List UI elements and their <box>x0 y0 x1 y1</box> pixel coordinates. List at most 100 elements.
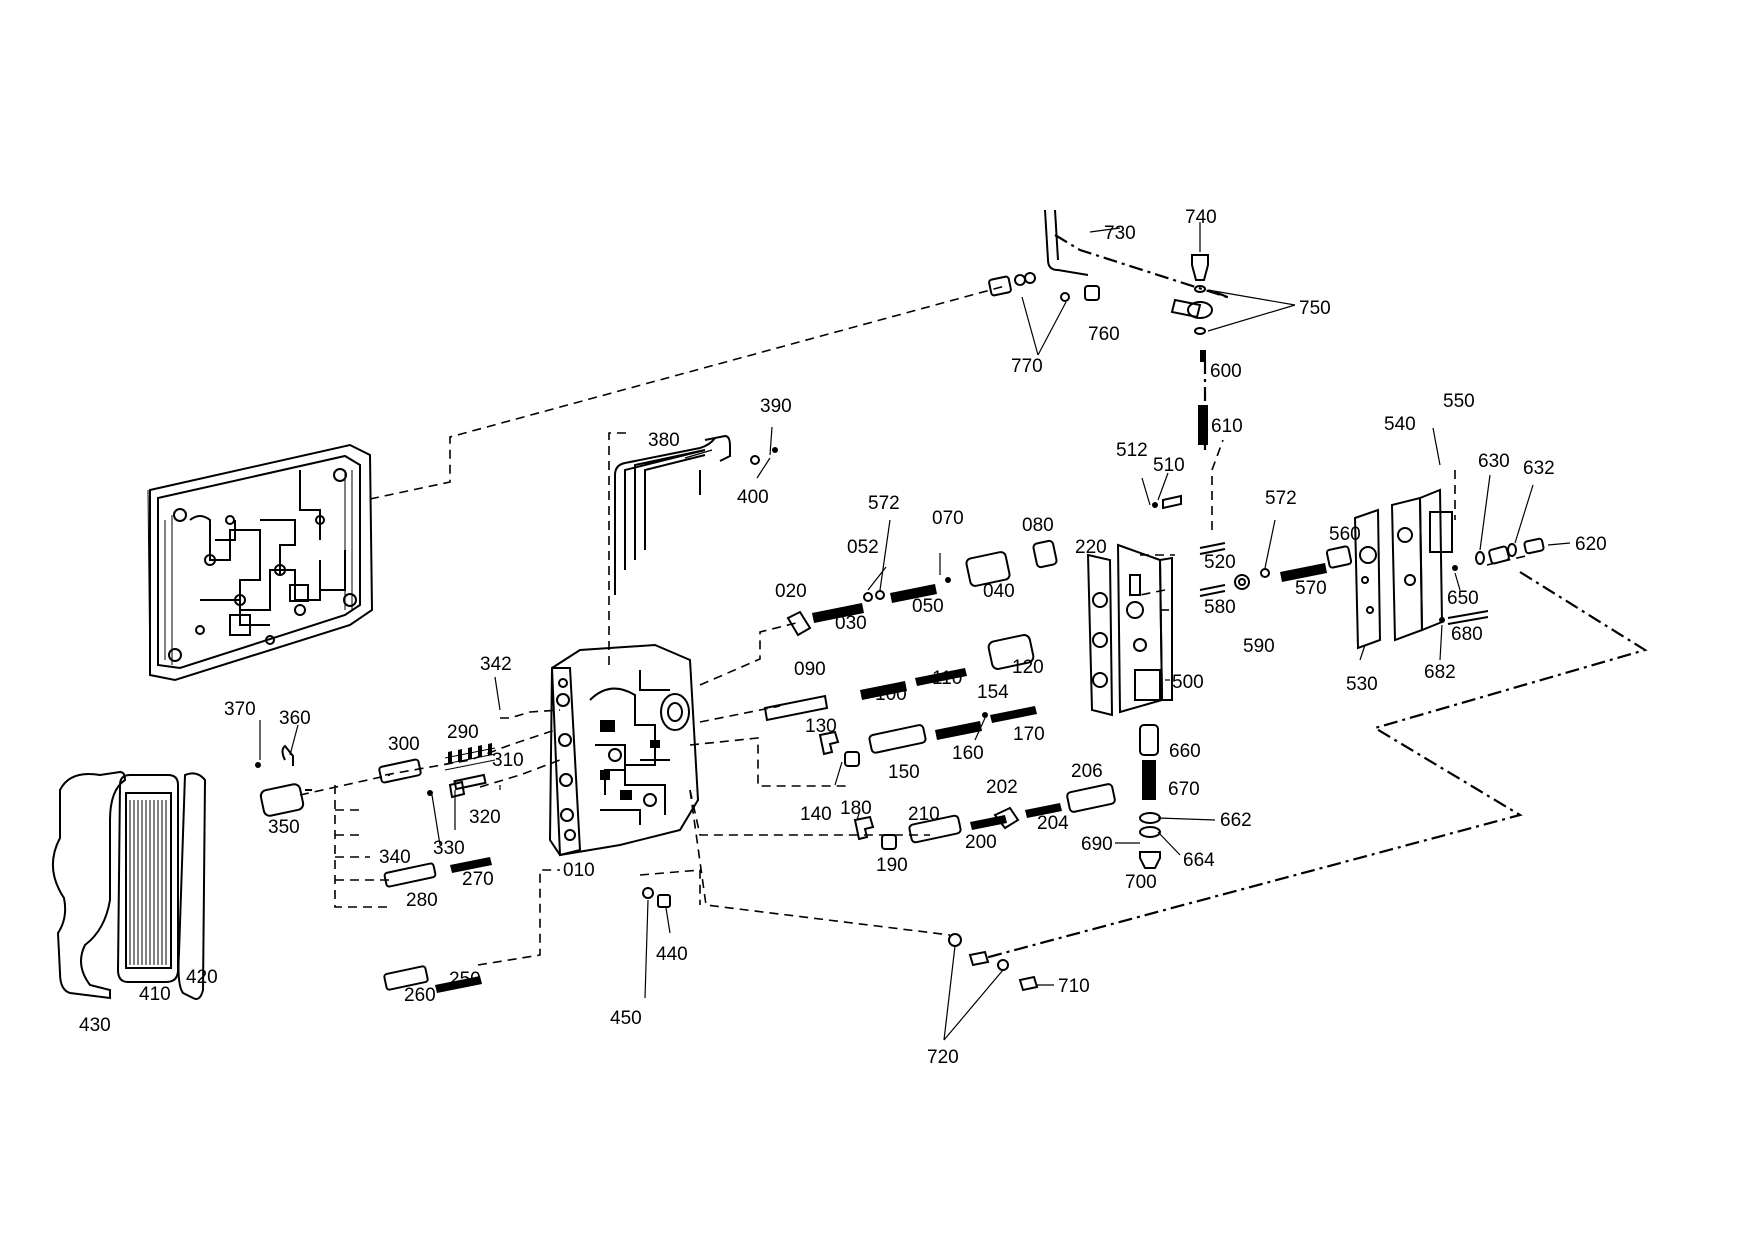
label-100: 100 <box>875 684 907 705</box>
label-300: 300 <box>388 734 420 755</box>
slide-valves-left <box>378 743 496 993</box>
label-550: 550 <box>1443 391 1475 412</box>
label-170: 170 <box>1013 724 1045 745</box>
label-410: 410 <box>139 984 171 1005</box>
label-650: 650 <box>1447 588 1479 609</box>
label-010: 010 <box>563 860 595 881</box>
valve-block-500 <box>1116 543 1173 714</box>
label-680: 680 <box>1451 624 1483 645</box>
label-670: 670 <box>1168 779 1200 800</box>
label-512: 512 <box>1116 440 1148 461</box>
label-610: 610 <box>1211 416 1243 437</box>
label-730: 730 <box>1104 223 1136 244</box>
gasket-430 <box>51 770 127 1000</box>
gasket-420 <box>177 772 207 1000</box>
label-530: 530 <box>1346 674 1378 695</box>
label-430: 430 <box>79 1015 111 1036</box>
label-420: 420 <box>186 967 218 988</box>
part-number-labels: 010 020 030 040 050 052 070 080 090 100 … <box>79 207 1607 1068</box>
label-204: 204 <box>1037 813 1069 834</box>
label-750: 750 <box>1299 298 1331 319</box>
label-590: 590 <box>1243 636 1275 657</box>
label-400: 400 <box>737 487 769 508</box>
plate-220 <box>1086 553 1114 717</box>
upper-valve-plate <box>147 443 374 682</box>
solenoid-stack-660 <box>1139 724 1161 869</box>
label-690: 690 <box>1081 834 1113 855</box>
label-390: 390 <box>760 396 792 417</box>
label-510: 510 <box>1153 455 1185 476</box>
label-290: 290 <box>447 722 479 743</box>
label-150: 150 <box>888 762 920 783</box>
label-270: 270 <box>462 869 494 890</box>
label-630: 630 <box>1478 451 1510 472</box>
label-632: 632 <box>1523 458 1555 479</box>
label-260: 260 <box>404 985 436 1006</box>
label-700: 700 <box>1125 872 1157 893</box>
label-440: 440 <box>656 944 688 965</box>
small-parts-right <box>1152 494 1353 597</box>
label-052: 052 <box>847 537 879 558</box>
label-250: 250 <box>449 969 481 990</box>
label-110: 110 <box>932 668 962 689</box>
plugs-440-450 <box>642 887 671 908</box>
label-070: 070 <box>932 508 964 529</box>
label-740: 740 <box>1185 207 1217 228</box>
label-320: 320 <box>469 807 501 828</box>
label-660: 660 <box>1169 741 1201 762</box>
label-030: 030 <box>835 613 867 634</box>
label-200: 200 <box>965 832 997 853</box>
label-340: 340 <box>379 847 411 868</box>
spool-row-upper <box>786 539 1058 637</box>
label-342: 342 <box>480 654 512 675</box>
label-572-b: 572 <box>1265 488 1297 509</box>
label-206: 206 <box>1071 761 1103 782</box>
plate-530 <box>1353 508 1382 650</box>
spool-row-bottom <box>853 783 1116 850</box>
label-130: 130 <box>805 716 837 737</box>
label-540: 540 <box>1384 414 1416 435</box>
label-560: 560 <box>1329 524 1361 545</box>
label-190: 190 <box>876 855 908 876</box>
label-310: 310 <box>492 750 524 771</box>
regulator-350 <box>255 744 312 817</box>
label-662: 662 <box>1220 810 1252 831</box>
label-520: 520 <box>1204 552 1236 573</box>
label-210: 210 <box>908 804 940 825</box>
label-202: 202 <box>986 777 1018 798</box>
oil-tube-730 <box>988 209 1213 445</box>
label-120: 120 <box>1012 657 1044 678</box>
label-140: 140 <box>800 804 832 825</box>
label-380: 380 <box>648 430 680 451</box>
label-090: 090 <box>794 659 826 680</box>
label-180: 180 <box>840 798 872 819</box>
label-330: 330 <box>433 838 465 859</box>
leader-lines <box>259 222 1571 1041</box>
label-572-a: 572 <box>868 493 900 514</box>
label-664: 664 <box>1183 850 1215 871</box>
label-600: 600 <box>1210 361 1242 382</box>
valve-body-010 <box>548 643 700 857</box>
label-720: 720 <box>927 1047 959 1068</box>
spool-row-middle <box>763 634 1035 722</box>
label-580: 580 <box>1204 597 1236 618</box>
label-682: 682 <box>1424 662 1456 683</box>
label-570: 570 <box>1295 578 1327 599</box>
label-160: 160 <box>952 743 984 764</box>
label-770: 770 <box>1011 356 1043 377</box>
label-360: 360 <box>279 708 311 729</box>
cover-plate-410 <box>116 774 179 983</box>
wiring-harness-380 <box>614 434 778 595</box>
label-050: 050 <box>912 596 944 617</box>
spool-row-lower <box>818 706 1037 767</box>
label-500: 500 <box>1172 672 1204 693</box>
label-620: 620 <box>1575 534 1607 555</box>
label-154: 154 <box>977 682 1009 703</box>
label-220: 220 <box>1075 537 1107 558</box>
label-710: 710 <box>1058 976 1090 997</box>
label-350: 350 <box>268 817 300 838</box>
label-280: 280 <box>406 890 438 911</box>
label-760: 760 <box>1088 324 1120 345</box>
label-450: 450 <box>610 1008 642 1029</box>
